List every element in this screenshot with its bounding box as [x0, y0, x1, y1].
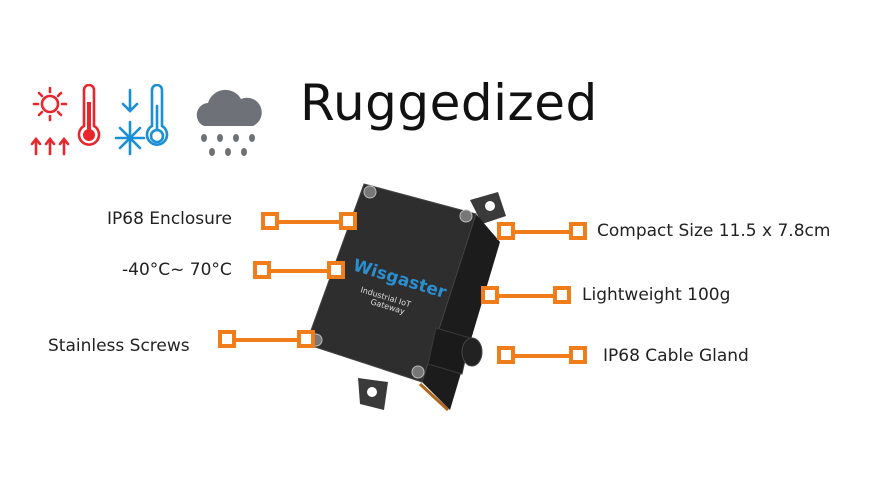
- high-temperature-icon: [30, 84, 101, 156]
- feature-label-temperature-range: -40°C~ 70°C: [122, 260, 232, 280]
- feature-label-stainless-screws: Stainless Screws: [48, 336, 190, 356]
- slide-title: Ruggedized: [300, 74, 598, 132]
- feature-label-cable-gland: IP68 Cable Gland: [603, 346, 749, 366]
- feature-label-compact-size: Compact Size 11.5 x 7.8cm: [597, 221, 831, 241]
- gateway-device: Wisgaster Industrial IoT Gateway: [305, 183, 506, 412]
- feature-label-ip68-enclosure: IP68 Enclosure: [107, 209, 232, 229]
- rain-cloud-icon: [196, 89, 262, 156]
- low-temperature-icon: [114, 84, 169, 156]
- feature-label-lightweight: Lightweight 100g: [582, 285, 731, 305]
- cable-gland: [427, 327, 483, 375]
